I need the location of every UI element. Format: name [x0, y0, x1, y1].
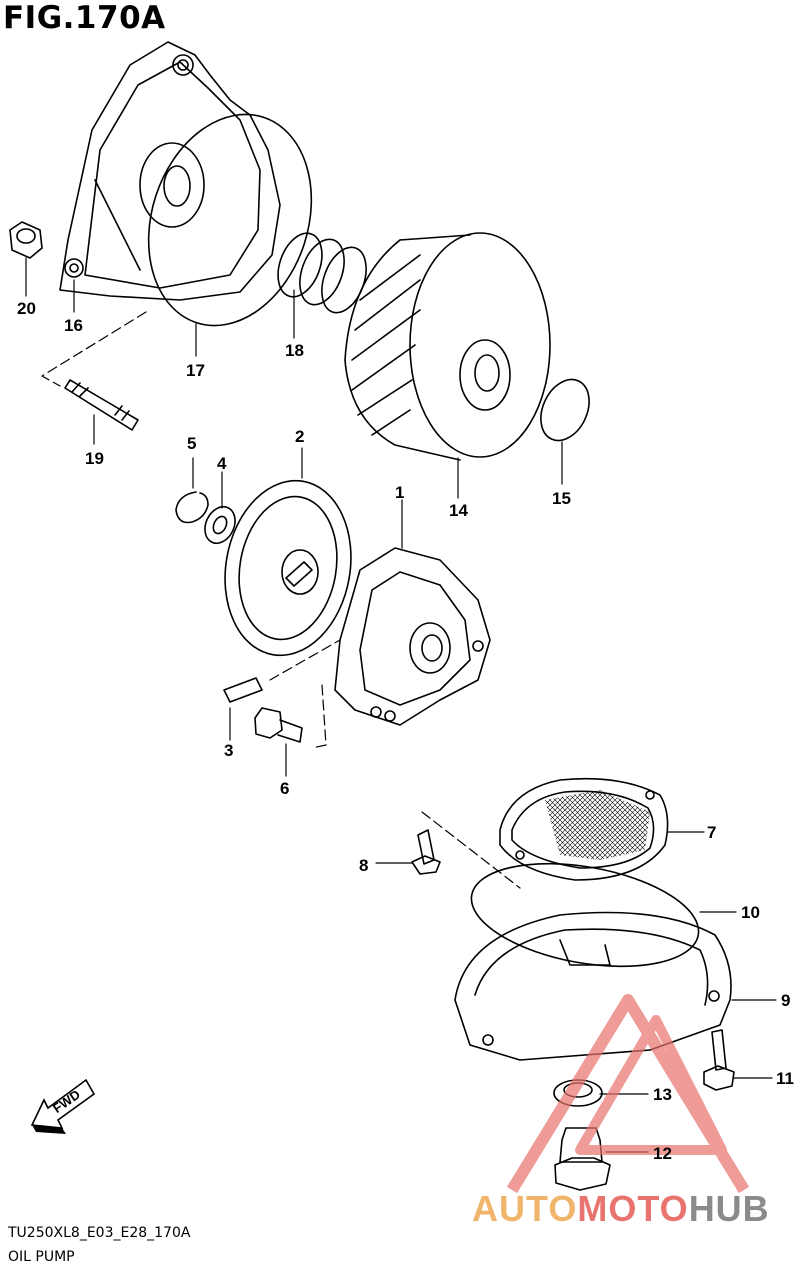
watermark-part-2: MOTO	[577, 1188, 689, 1229]
callout-13: 13	[653, 1085, 672, 1104]
spring-part-18	[277, 232, 367, 314]
watermark-logo-mark	[506, 994, 750, 1194]
watermark-part-3: HUB	[688, 1188, 770, 1229]
callout-18: 18	[285, 341, 304, 360]
callout-7: 7	[707, 823, 717, 842]
callout-2: 2	[295, 427, 305, 446]
callout-11: 11	[776, 1069, 794, 1088]
figure-name: OIL PUMP	[8, 1249, 75, 1265]
callout-4: 4	[217, 454, 227, 473]
callout-8: 8	[359, 856, 369, 875]
watermark-part-1: AUTO	[472, 1188, 578, 1229]
washer-part-4	[204, 505, 236, 545]
fwd-arrow-icon: FWD	[30, 1078, 96, 1134]
pump-gear-part-2	[224, 479, 352, 657]
o-ring-part-10	[470, 862, 700, 968]
figure-title: FIG.170A	[3, 0, 166, 36]
callout-20: 20	[17, 299, 36, 318]
drain-plug-part-12	[554, 1127, 611, 1191]
callout-14: 14	[449, 501, 468, 520]
callout-1: 1	[395, 483, 405, 502]
bolt-part-11	[703, 1029, 735, 1091]
o-ring-part-17	[147, 113, 313, 327]
watermark-text: AUTOMOTOHUB	[472, 1188, 770, 1230]
callout-6: 6	[280, 779, 290, 798]
callout-16: 16	[64, 316, 83, 335]
clutch-cover-part-16	[59, 41, 281, 301]
oil-strainer-part-7	[499, 777, 669, 881]
nut-part-20	[9, 221, 43, 259]
dowel-pin-part-3	[223, 677, 263, 703]
callout-9: 9	[781, 991, 791, 1010]
callout-17: 17	[186, 361, 205, 380]
callout-15: 15	[552, 489, 571, 508]
figure-code: TU250XL8_E03_E28_170A	[8, 1225, 191, 1241]
oil-pan-part-9	[454, 911, 732, 1061]
circlip-part-5	[175, 491, 209, 524]
o-ring-part-15	[540, 378, 590, 442]
bolt-part-8	[411, 829, 441, 875]
stud-bolt-part-19	[64, 379, 139, 431]
oil-filter-part-14	[344, 232, 551, 461]
oil-pump-body-part-1	[334, 547, 491, 726]
callout-5: 5	[187, 434, 197, 453]
bolt-part-6	[254, 707, 303, 743]
callout-3: 3	[224, 741, 234, 760]
callout-10: 10	[741, 903, 760, 922]
callout-19: 19	[85, 449, 104, 468]
callout-12: 12	[653, 1144, 672, 1163]
